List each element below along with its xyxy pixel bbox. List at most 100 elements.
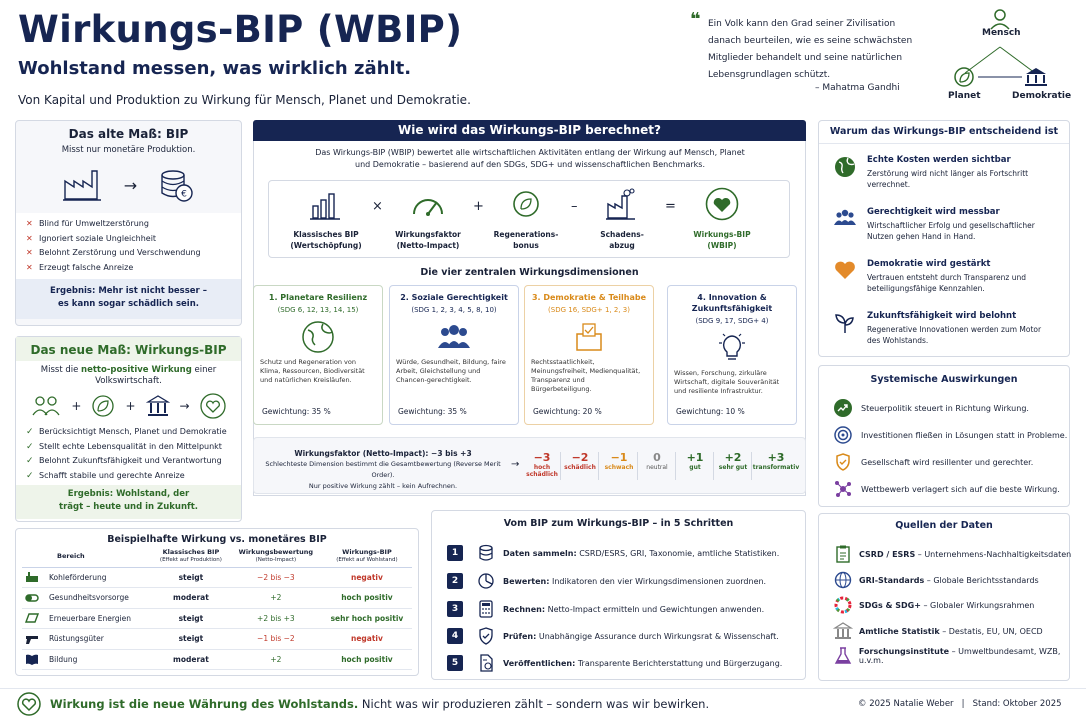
systemic-item: Wettbewerb verlagert sich auf die beste …	[833, 479, 1060, 499]
source-item: GRI-Standards – Globale Berichtsstandard…	[833, 571, 1039, 589]
pill-icon	[25, 594, 39, 602]
bar-chart-icon	[310, 193, 340, 220]
weapon-icon	[26, 635, 38, 644]
globe-icon	[834, 571, 852, 589]
arrow-right-icon: →	[123, 175, 138, 195]
shield-check-icon	[479, 627, 493, 645]
systemic-card	[818, 365, 1070, 507]
plus-icon: +	[71, 399, 82, 413]
book-icon	[26, 654, 38, 666]
operator: ×	[372, 199, 383, 214]
factory-icon	[62, 170, 101, 201]
arrow-right-icon: →	[179, 399, 190, 413]
plus-icon: +	[125, 399, 136, 413]
network-icon	[835, 481, 851, 497]
systemic-item: Gesellschaft wird resillenter und gerech…	[833, 452, 1033, 472]
quote-mark-icon: ❝	[690, 9, 701, 30]
gauge-icon	[413, 199, 443, 216]
column-header: Wirkungsbewertung(Netto-Impact)	[229, 545, 322, 568]
sub-text: Misst die	[40, 365, 79, 375]
step-item: 5 Veröffentlichen: Transparente Berichte…	[447, 653, 782, 673]
why-title: Warum das Wirkungs-BIP entscheidend ist	[829, 126, 1059, 137]
sub-text: einer Volkswirtschaft.	[95, 365, 217, 386]
solar-panel-icon	[25, 613, 39, 623]
step-item: 3 Rechnen: Netto-Impact ermitteln und Ge…	[447, 599, 764, 619]
formula-box	[268, 180, 790, 258]
calc-header: Wie wird das Wirkungs-BIP berechnet?	[253, 120, 806, 141]
table-title: Beispielhafte Wirkung vs. monetäres BIP	[107, 534, 327, 545]
pollution-factory-icon	[606, 188, 635, 220]
column-header: Wirkungs-BIP(Effekt auf Wohlstand)	[321, 545, 412, 568]
lightbulb-icon	[719, 333, 745, 360]
list-item: Blind für Umweltzerstörung	[26, 217, 231, 232]
list-item: Belohnt Zukunftsfähigkeit und Verantwort…	[26, 454, 231, 469]
ballot-box-icon	[576, 323, 602, 351]
operator: +	[473, 199, 484, 214]
sources-card	[818, 513, 1070, 681]
new-measure-title: Das neue Maß: Wirkungs-BIP	[16, 337, 241, 361]
old-measure-card: Das alte Maß: BIP Misst nur monetäre Pro…	[15, 120, 242, 326]
term-label: Regenerations-bonus	[493, 230, 559, 250]
new-measure-sub: Misst die netto-positive Wirkung einer V…	[16, 365, 241, 387]
dimension-card-democracy: 3. Demokratie & Teilhabe(SDG 16, SDG+ 1,…	[524, 285, 654, 425]
dimension-card-innovation: 4. Innovation & Zukunftsfähigkeit(SDG 9,…	[667, 285, 797, 425]
leaf-icon	[954, 67, 974, 87]
group-icon	[834, 209, 856, 225]
quote-text: Ein Volk kann den Grad seiner Zivilisati…	[708, 19, 913, 80]
column-header: Klassisches BIP(Effekt auf Produktion)	[152, 545, 230, 568]
dimensions-title: Die vier zentralen Wirkungsdimensionen	[420, 267, 639, 278]
steps-card	[431, 510, 806, 680]
institution-icon	[833, 622, 853, 639]
sprout-icon	[835, 314, 854, 333]
database-icon	[479, 544, 493, 561]
triangle-label-planet: Planet	[948, 91, 981, 101]
source-item: Amtliche Statistik – Destatis, EU, UN, O…	[833, 622, 1043, 640]
table-header-row: Bereich Klassisches BIP(Effekt auf Produ…	[22, 545, 412, 568]
new-measure-list: Berücksichtigt Mensch, Planet und Demokr…	[16, 419, 241, 485]
source-item: Forschungsinstitute – Umweltbundesamt, W…	[833, 647, 1086, 665]
footer-copyright: © 2025 Natalie Weber | Stand: Oktober 20…	[858, 699, 1062, 709]
term-label: Schadens-abzug	[600, 230, 644, 250]
list-item: Berücksichtigt Mensch, Planet und Demokr…	[26, 425, 231, 440]
operator: =	[665, 199, 676, 214]
page-tagline: Von Kapital und Produktion zu Wirkung fü…	[18, 93, 471, 107]
term-label-result: Wirkungs-BIP(WBIP)	[693, 230, 751, 250]
group-icon	[438, 325, 470, 348]
step-item: 4 Prüfen: Unabhängige Assurance durch Wi…	[447, 626, 779, 646]
target-icon	[834, 426, 852, 444]
globe-icon	[835, 157, 855, 177]
sources-title: Quellen der Daten	[895, 520, 993, 531]
term-label: Wirkungsfaktor(Netto-Impact)	[395, 230, 461, 250]
term-label: Klassisches BIP(Wertschöpfung)	[290, 230, 362, 250]
column-header: Bereich	[22, 545, 152, 568]
heart-icon	[835, 261, 855, 279]
example-table: Bereich Klassisches BIP(Effekt auf Produ…	[22, 545, 412, 670]
calc-intro: Das Wirkungs-BIP (WBIP) bewertet alle wi…	[315, 148, 745, 169]
step-item: 1 Daten sammeln: CSRD/ESRS, GRI, Taxonom…	[447, 543, 779, 563]
people-icon	[32, 396, 60, 416]
step-item: 2 Bewerten: Indikatoren den vier Wirkung…	[447, 571, 766, 591]
old-measure-result: Ergebnis: Mehr ist nicht besser – es kan…	[16, 279, 241, 319]
heart-icon	[705, 187, 739, 221]
new-measure-result: Ergebnis: Wohlstand, der trägt – heute u…	[16, 485, 241, 519]
example-table-card: Beispielhafte Wirkung vs. monetäres BIP …	[15, 528, 419, 676]
list-item: Stellt echte Lebensqualität in den Mitte…	[26, 440, 231, 455]
source-item: CSRD / ESRS – Unternehmens-Nachhaltigkei…	[833, 545, 1071, 563]
coal-icon	[26, 572, 38, 583]
coins-icon: €	[161, 170, 193, 202]
arrow-right-icon: →	[511, 459, 520, 470]
new-measure-card: Das neue Maß: Wirkungs-BIP Misst die net…	[15, 336, 242, 522]
old-measure-sub: Misst nur monetäre Produktion.	[61, 145, 196, 155]
